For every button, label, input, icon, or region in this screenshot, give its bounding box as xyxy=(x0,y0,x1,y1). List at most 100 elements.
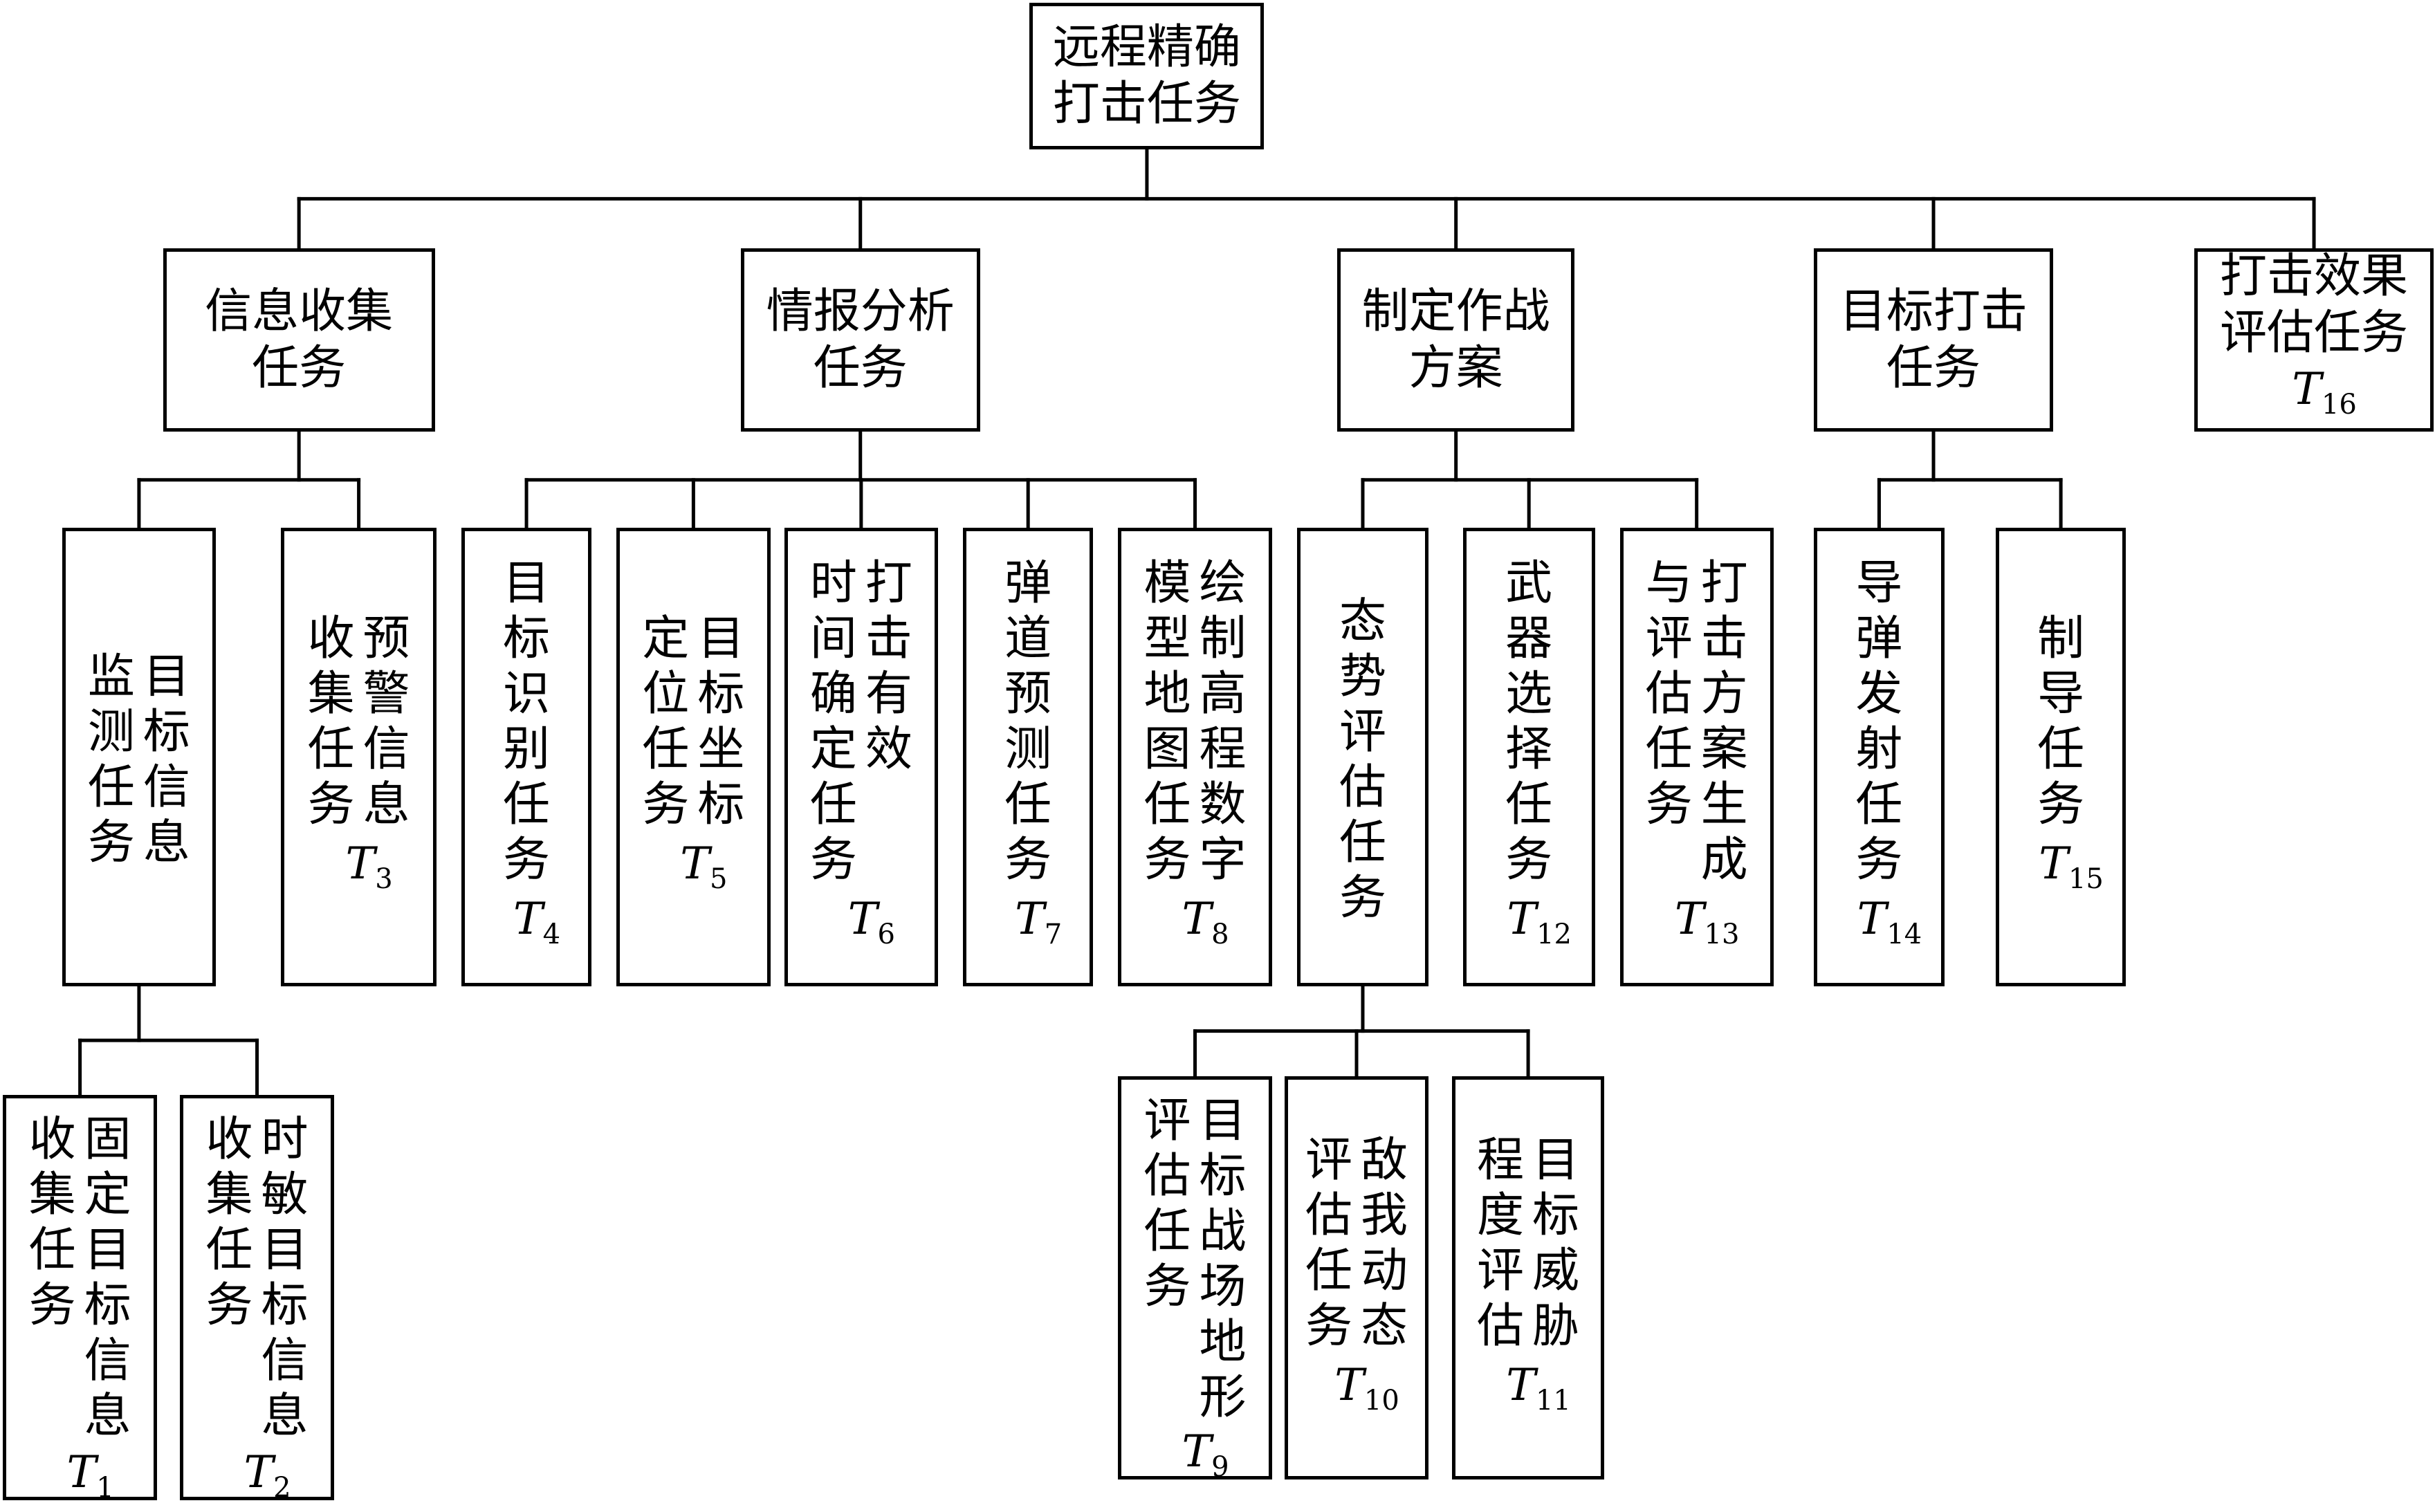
task-char: 敌 xyxy=(1360,1132,1408,1188)
task-char: 任 xyxy=(87,760,135,815)
task-id-label: T14 xyxy=(1857,895,1922,959)
task-char: 息 xyxy=(84,1388,131,1444)
task-char: 测 xyxy=(1004,722,1052,777)
task-char: 任 xyxy=(1339,815,1386,871)
task-id-subscript: 2 xyxy=(273,1471,291,1504)
task-text-column: 绘制高程数字 xyxy=(1195,556,1251,888)
task-id-label: T15 xyxy=(2039,840,2104,903)
task-char: 型 xyxy=(1143,611,1191,667)
task-char: 评 xyxy=(1477,1243,1525,1298)
task-char: 定 xyxy=(809,722,857,777)
task-char: 任 xyxy=(28,1222,76,1278)
task-text-column: 敌我动态 xyxy=(1357,1133,1412,1354)
task-text-column: 目标战场地形 xyxy=(1195,1094,1251,1426)
task-char: 务 xyxy=(307,777,355,833)
task-char: 定 xyxy=(642,611,690,667)
task-text-column: 武器选择任务 xyxy=(1501,556,1556,888)
task-title-line: 方案 xyxy=(1408,340,1503,396)
task-char: 度 xyxy=(1477,1188,1525,1243)
task-id-letter: T xyxy=(680,838,710,890)
task-id-letter: T xyxy=(345,838,376,890)
task-title: 打击效果评估任务 xyxy=(2198,248,2430,362)
task-char: 信 xyxy=(84,1333,131,1388)
task-char: 程 xyxy=(1477,1132,1525,1188)
task-char: 制 xyxy=(2037,611,2085,667)
task-id-letter: T xyxy=(1182,894,1212,946)
task-text-columns: 目标战场地形评估任务 xyxy=(1121,1094,1268,1426)
task-text-column: 态势评估任务 xyxy=(1335,594,1390,926)
task-char: 务 xyxy=(1305,1298,1352,1354)
task-char: 案 xyxy=(1700,722,1748,777)
task-char: 息 xyxy=(362,777,410,833)
task-title-line: 情报分析 xyxy=(766,284,955,339)
task-char: 收 xyxy=(28,1112,76,1167)
task-char: 标 xyxy=(697,667,745,722)
task-text-column: 目标坐标 xyxy=(693,611,748,833)
task-char: 务 xyxy=(642,777,690,833)
task-char: 务 xyxy=(28,1278,76,1333)
task-char: 击 xyxy=(865,611,912,667)
task-text-columns: 目标威胁程度评估 xyxy=(1455,1133,1601,1354)
task-text-columns: 绘制高程数字模型地图任务 xyxy=(1121,556,1268,888)
task-id-label: T13 xyxy=(1675,895,1740,959)
task-id-label: T11 xyxy=(1506,1361,1571,1425)
task-char: 模 xyxy=(1143,556,1191,611)
task-char: 弹 xyxy=(1004,556,1052,611)
task-char: 务 xyxy=(1505,833,1553,888)
task-title-line: 远程精确 xyxy=(1052,19,1241,75)
task-char: 形 xyxy=(1199,1370,1247,1425)
task-id-letter: T xyxy=(66,1446,97,1498)
task-char: 信 xyxy=(362,722,410,777)
task-text-column: 收集任务 xyxy=(304,611,359,833)
task-char: 打 xyxy=(1700,556,1748,611)
task-char: 测 xyxy=(87,705,135,760)
task-text-columns: 预警信息收集任务 xyxy=(284,611,433,833)
task-char: 器 xyxy=(1505,611,1553,667)
task-char: 收 xyxy=(307,611,355,667)
task-char: 任 xyxy=(205,1222,253,1278)
task-title-line: 任务 xyxy=(813,340,908,396)
task-char: 预 xyxy=(1004,667,1052,722)
task-id-label: T2 xyxy=(244,1448,291,1512)
task-char: 态 xyxy=(1360,1298,1408,1354)
task-text-column: 打击方案生成 xyxy=(1697,556,1752,888)
task-char: 任 xyxy=(1305,1243,1352,1298)
task-char: 任 xyxy=(503,777,551,833)
task-text-column: 收集任务 xyxy=(25,1112,80,1444)
task-id-letter: T xyxy=(1015,894,1045,946)
task-char: 高 xyxy=(1199,667,1247,722)
task-char: 任 xyxy=(1505,777,1553,833)
task-char: 务 xyxy=(503,833,551,888)
task-char: 间 xyxy=(809,611,857,667)
task-id-label: T6 xyxy=(848,895,895,959)
task-text-column: 模型地图任务 xyxy=(1140,556,1195,888)
task-id-subscript: 15 xyxy=(2068,863,2104,896)
task-id-subscript: 12 xyxy=(1536,919,1572,951)
task-char: 任 xyxy=(307,722,355,777)
task-char: 任 xyxy=(1143,777,1191,833)
task-title-line: 信息收集 xyxy=(205,284,394,339)
task-char: 威 xyxy=(1532,1243,1580,1298)
task-char: 任 xyxy=(1143,1204,1191,1259)
task-title-line: 目标打击 xyxy=(1839,284,2028,339)
task-id-label: T16 xyxy=(2292,365,2357,429)
task-id-letter: T xyxy=(513,894,543,946)
task-id-label: T9 xyxy=(1182,1428,1229,1491)
task-char: 场 xyxy=(1199,1259,1247,1314)
task-char: 字 xyxy=(1199,833,1247,888)
task-char: 评 xyxy=(1305,1132,1352,1188)
task-char: 务 xyxy=(2037,777,2085,833)
task-text-column: 与评估任务 xyxy=(1642,556,1697,888)
task-char: 地 xyxy=(1199,1314,1247,1370)
task-char: 有 xyxy=(865,667,912,722)
task-char: 任 xyxy=(1645,722,1693,777)
task-char: 坐 xyxy=(697,722,745,777)
task-id-letter: T xyxy=(244,1446,274,1498)
task-text-columns: 态势评估任务 xyxy=(1301,594,1426,926)
